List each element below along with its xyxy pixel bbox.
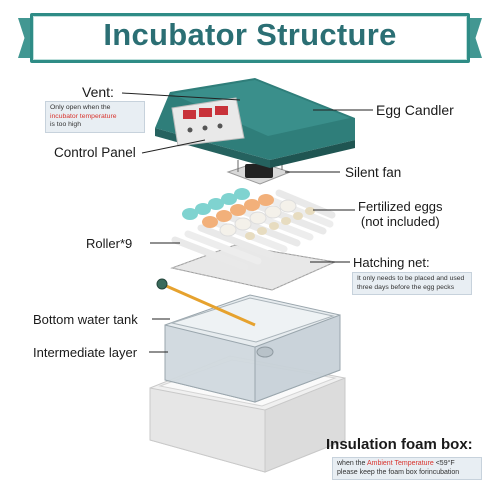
roller-label: Roller*9 [86, 236, 132, 251]
vent-label: Vent: [82, 84, 114, 100]
insulation-note: when the Ambient Temperature <59°F pleas… [332, 457, 482, 480]
insulation-note-line2: please keep the foam box forincubation [337, 469, 477, 478]
hatching-net-label: Hatching net: [353, 255, 430, 270]
silent-fan-label: Silent fan [345, 165, 401, 180]
fertilized-eggs-line1: Fertilized eggs [358, 199, 443, 214]
hatching-net-note-line1: It only needs to be placed and used [357, 275, 467, 284]
hatching-net-note: It only needs to be placed and used thre… [352, 272, 472, 295]
vent-note: Only open when the incubator temperature… [45, 101, 145, 133]
intermediate-layer-label: Intermediate layer [33, 345, 137, 360]
vent-note-prefix: Only open when the [50, 104, 110, 111]
egg-candler-label: Egg Candler [376, 102, 454, 118]
insulation-note-highlight: Ambient Temperature [367, 460, 434, 467]
insulation-label: Insulation foam box: [326, 436, 473, 453]
insulation-note-prefix: when the [337, 460, 367, 467]
insulation-note-line1: when the Ambient Temperature <59°F [337, 460, 477, 469]
lid-illustration [155, 78, 355, 168]
hatching-net-note-line2: three days before the egg pecks [357, 284, 467, 293]
vent-note-suffix: is too high [50, 121, 81, 128]
fertilized-eggs-line2: (not included) [358, 214, 443, 229]
bottom-water-tank-label: Bottom water tank [33, 312, 138, 327]
insulation-note-suffix: <59°F [434, 460, 455, 467]
vent-note-highlight: incubator temperature [50, 113, 117, 120]
control-panel-label: Control Panel [54, 145, 136, 160]
fertilized-eggs-label: Fertilized eggs (not included) [358, 199, 443, 229]
